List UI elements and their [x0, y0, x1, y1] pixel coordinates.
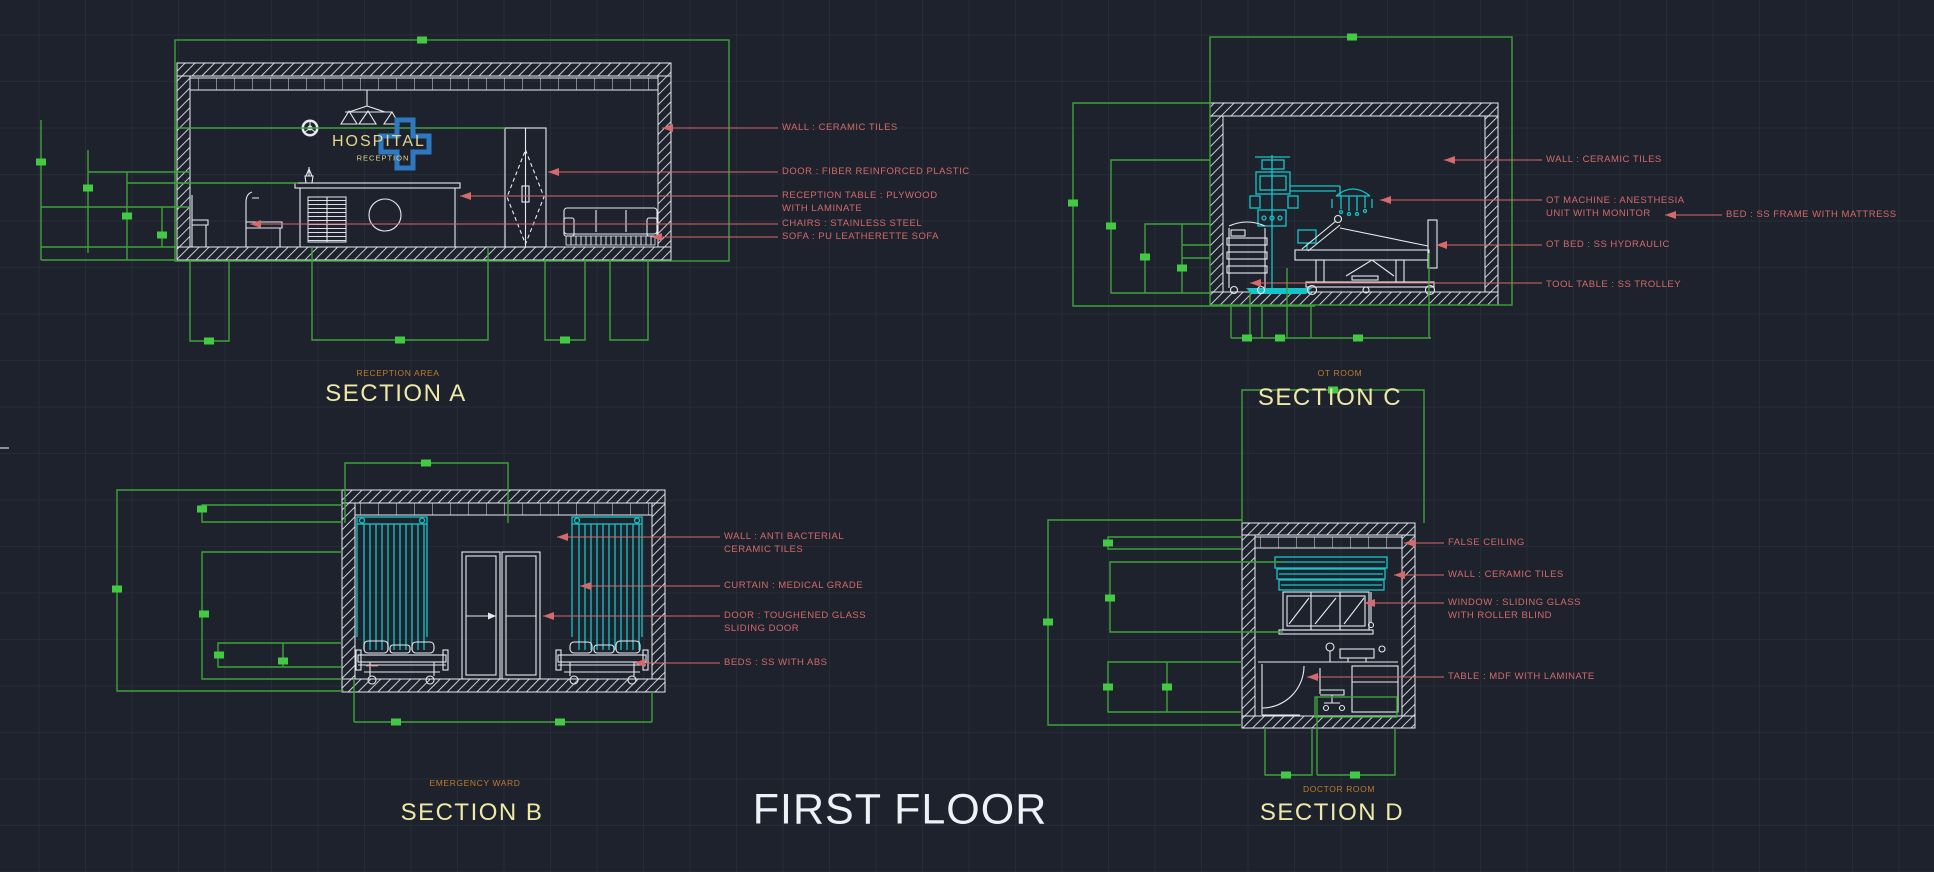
- frp-door: [504, 127, 547, 248]
- callout-b-door: DOOR : TOUGHENED GLASS SLIDING DOOR: [724, 610, 867, 634]
- leader-lines-c: [1250, 159, 1722, 284]
- leader-lines-d: [1307, 542, 1444, 678]
- section-a-drawing: [36, 36, 778, 345]
- chairs: [191, 191, 283, 248]
- sliding-window: [1278, 591, 1375, 635]
- section-a-title: SECTION A: [325, 380, 467, 407]
- sliding-glass-door: [461, 551, 541, 680]
- ceiling-grid-b: [354, 502, 653, 516]
- callout-d-window: WINDOW : SLIDING GLASS WITH ROLLER BLIND: [1448, 597, 1581, 621]
- room-label-doctor: DOCTOR ROOM: [1302, 784, 1376, 794]
- hospital-sign-text: HOSPITAL: [332, 133, 426, 150]
- callout-b-curtain: CURTAIN : MEDICAL GRADE: [724, 580, 864, 591]
- callout-a-door: DOOR : FIBER REINFORCED PLASTIC: [782, 166, 970, 177]
- callout-d-false-ceiling: FALSE CEILING: [1448, 537, 1525, 548]
- section-b-drawing: [112, 459, 720, 726]
- pendant-light: [340, 90, 400, 125]
- room-label-ot: OT ROOM: [1317, 368, 1363, 378]
- sofa: [563, 207, 658, 246]
- floor-title: FIRST FLOOR: [752, 785, 1048, 834]
- callout-b-beds: BEDS : SS WITH ABS: [724, 657, 828, 668]
- selected-geometry-d: [1047, 389, 1425, 776]
- doctor-desk: [1258, 642, 1399, 716]
- callout-d-wall: WALL : CERAMIC TILES: [1448, 569, 1564, 580]
- callout-b-wall: WALL : ANTI BACTERIAL CERAMIC TILES: [724, 531, 845, 555]
- curtain-left: [356, 516, 428, 651]
- section-b-title: SECTION B: [400, 799, 544, 826]
- callout-c-ot-machine: OT MACHINE : ANESTHESIA UNIT WITH MONITO…: [1546, 195, 1685, 219]
- callout-c-ot-bed: OT BED : SS HYDRAULIC: [1546, 239, 1670, 250]
- callout-c-tool-table: TOOL TABLE : SS TROLLEY: [1546, 279, 1682, 290]
- room-label-reception: RECEPTION AREA: [356, 368, 440, 378]
- ceiling-grid-a: [189, 77, 659, 91]
- callout-c-wall: WALL : CERAMIC TILES: [1546, 154, 1662, 165]
- false-ceiling: [1254, 536, 1403, 549]
- callout-d-table: TABLE : MDF WITH LAMINATE: [1448, 671, 1595, 682]
- leader-arrows-d: [1307, 539, 1415, 681]
- reception-desk: [294, 167, 461, 248]
- leader-lines-a: [250, 127, 778, 238]
- section-c-title: SECTION C: [1257, 384, 1403, 411]
- medical-cross-icon: [378, 117, 432, 171]
- leader-arrows-c: [1250, 156, 1676, 287]
- section-d-title: SECTION D: [1259, 799, 1405, 826]
- tool-trolley: [1226, 221, 1268, 295]
- callout-c-bed: BED : SS FRAME WITH MATTRESS: [1726, 209, 1897, 220]
- reception-sign-text: RECEPTION: [356, 153, 410, 163]
- callout-a-sofa: SOFA : PU LEATHERETTE SOFA: [782, 231, 939, 242]
- leader-lines-b: [543, 536, 720, 664]
- section-c-drawing: [1068, 33, 1722, 342]
- callout-a-chairs: CHAIRS : STAINLESS STEEL: [782, 218, 923, 229]
- callout-a-table: RECEPTION TABLE : PLYWOOD WITH LAMINATE: [782, 190, 938, 214]
- room-label-emergency: EMERGENCY WARD: [429, 778, 521, 788]
- section-d-drawing: [1043, 386, 1444, 779]
- roller-blind: [1274, 556, 1388, 591]
- callout-a-wall: WALL : CERAMIC TILES: [782, 122, 898, 133]
- ot-machine-base: [1246, 288, 1312, 294]
- ot-machine: [1249, 155, 1373, 292]
